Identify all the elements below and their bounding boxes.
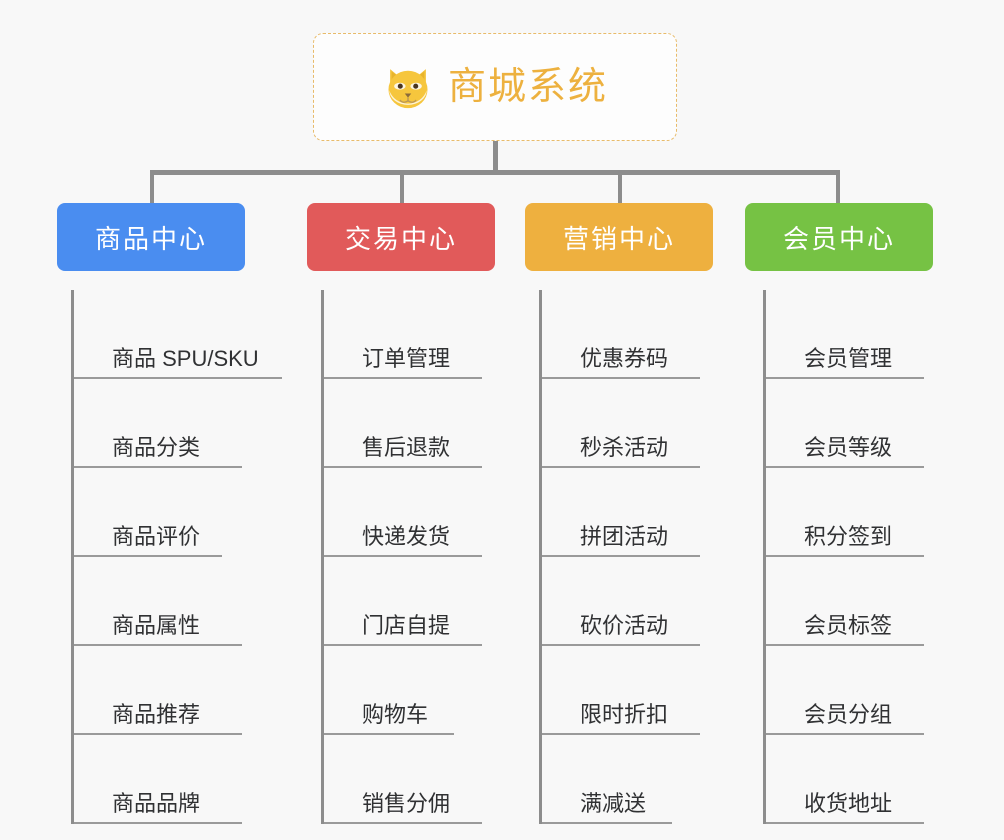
leaf-item[interactable]: 商品分类 [74,379,259,468]
leaf-label: 门店自提 [362,612,451,638]
leaf-item[interactable]: 砍价活动 [542,557,713,646]
leaf-rule [766,555,924,557]
leaf-item[interactable]: 销售分佣 [324,735,495,824]
leaf-label: 商品分类 [112,434,201,460]
leaf-item[interactable]: 商品推荐 [74,646,259,735]
leaf-rule [324,733,454,735]
leaf-label: 购物车 [362,701,429,727]
leaf-item[interactable]: 快递发货 [324,468,495,557]
leaf-label: 收货地址 [804,790,893,816]
leaf-label: 限时折扣 [580,701,669,727]
leaf-item[interactable]: 会员等级 [766,379,933,468]
leaf-label: 商品推荐 [112,701,201,727]
category-header-3[interactable]: 营销中心 [525,203,713,271]
connector-root-stub [493,141,498,173]
leaf-rule [542,555,700,557]
connector-drop-1 [150,170,154,206]
leaf-item[interactable]: 会员标签 [766,557,933,646]
leaf-rule [74,466,242,468]
leaf-item[interactable]: 购物车 [324,646,495,735]
leaf-label: 会员等级 [804,434,893,460]
leaf-item[interactable]: 满减送 [542,735,713,824]
shiba-dog-icon [388,69,428,109]
leaf-label: 售后退款 [362,434,451,460]
leaf-label: 商品属性 [112,612,201,638]
leaf-item[interactable]: 会员管理 [766,290,933,379]
leaf-rule [542,644,700,646]
leaf-item[interactable]: 拼团活动 [542,468,713,557]
category-header-4[interactable]: 会员中心 [745,203,933,271]
leaf-list-2: 订单管理 售后退款 快递发货 门店自提 购物车 销售分佣 [321,290,495,824]
leaf-rule [324,822,482,824]
connector-bus-bar [150,170,840,175]
root-title: 商城系统 [447,66,608,108]
leaf-item[interactable]: 订单管理 [324,290,495,379]
leaf-rule [766,377,924,379]
leaf-label: 销售分佣 [362,790,451,816]
leaf-rule [74,644,242,646]
leaf-label: 快递发货 [362,523,451,549]
leaf-rule [766,733,924,735]
leaf-rule [542,733,700,735]
leaf-rule [324,644,482,646]
category-header-2[interactable]: 交易中心 [307,203,495,271]
category-column-4: 会员中心 会员管理 会员等级 积分签到 会员标签 会员分组 [745,203,933,824]
leaf-item[interactable]: 商品品牌 [74,735,259,824]
leaf-list-4: 会员管理 会员等级 积分签到 会员标签 会员分组 收货地址 [763,290,933,824]
leaf-list-1: 商品 SPU/SKU 商品分类 商品评价 商品属性 商品推荐 商品品牌 [71,290,282,824]
leaf-rule [324,555,482,557]
category-column-2: 交易中心 订单管理 售后退款 快递发货 门店自提 购物车 [307,203,495,824]
leaf-item[interactable]: 商品 SPU/SKU [74,290,282,379]
leaf-list-3: 优惠券码 秒杀活动 拼团活动 砍价活动 限时折扣 满减送 [539,290,713,824]
leaf-item[interactable]: 限时折扣 [542,646,713,735]
leaf-item[interactable]: 会员分组 [766,646,933,735]
leaf-item[interactable]: 积分签到 [766,468,933,557]
leaf-item[interactable]: 秒杀活动 [542,379,713,468]
leaf-rule [766,466,924,468]
leaf-rule [324,377,482,379]
leaf-rule [766,822,924,824]
leaf-rule [74,733,242,735]
leaf-item[interactable]: 门店自提 [324,557,495,646]
leaf-label: 商品评价 [112,523,201,549]
leaf-item[interactable]: 收货地址 [766,735,933,824]
leaf-rule [766,644,924,646]
leaf-label: 会员标签 [804,612,893,638]
leaf-rule [542,822,672,824]
category-column-1: 商品中心 商品 SPU/SKU 商品分类 商品评价 商品属性 商品推荐 [57,203,282,824]
leaf-item[interactable]: 商品评价 [74,468,259,557]
leaf-item[interactable]: 优惠券码 [542,290,713,379]
leaf-rule [542,466,700,468]
leaf-label: 积分签到 [804,523,893,549]
leaf-label: 优惠券码 [580,345,669,371]
category-header-1[interactable]: 商品中心 [57,203,245,271]
leaf-label: 商品品牌 [112,790,201,816]
category-column-3: 营销中心 优惠券码 秒杀活动 拼团活动 砍价活动 限时折扣 [525,203,713,824]
leaf-label: 会员分组 [804,701,893,727]
root-node[interactable]: 商城系统 [313,33,677,141]
leaf-rule [74,555,222,557]
leaf-label: 满减送 [580,790,647,816]
leaf-label: 拼团活动 [580,523,669,549]
leaf-label: 会员管理 [804,345,893,371]
leaf-rule [74,822,242,824]
leaf-label: 砍价活动 [580,612,669,638]
leaf-label: 商品 SPU/SKU [112,345,259,371]
leaf-rule [324,466,482,468]
leaf-label: 秒杀活动 [580,434,669,460]
leaf-item[interactable]: 商品属性 [74,557,259,646]
leaf-rule [542,377,700,379]
connector-drop-2 [400,170,404,206]
leaf-item[interactable]: 售后退款 [324,379,495,468]
connector-drop-4 [836,170,840,206]
leaf-rule [74,377,282,379]
connector-drop-3 [618,170,622,206]
leaf-label: 订单管理 [362,345,451,371]
